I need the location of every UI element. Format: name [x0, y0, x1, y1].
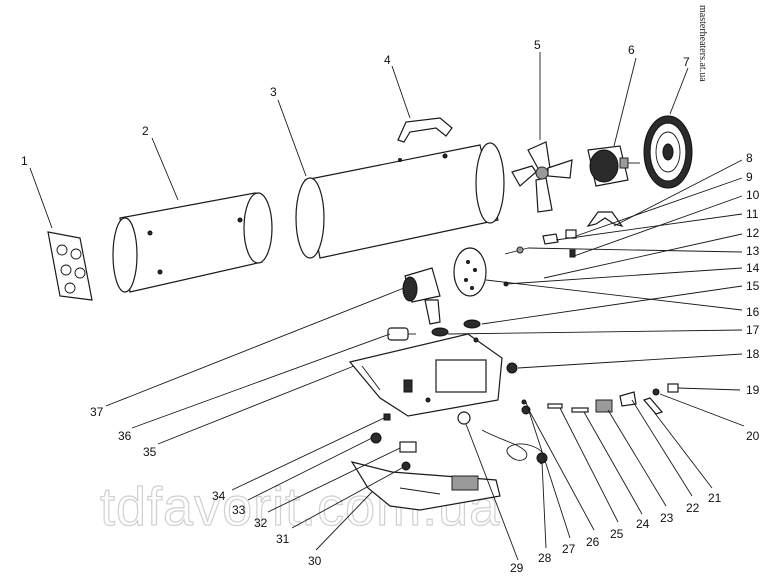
label-30: 30: [308, 554, 322, 568]
label-13: 13: [746, 244, 760, 258]
part-inner-cylinder: [112, 192, 273, 293]
label-32: 32: [254, 516, 268, 530]
part-carry-handle: [397, 117, 453, 143]
label-3: 3: [270, 85, 277, 99]
part-fan-blade: [511, 141, 573, 213]
part-coil-tube: [481, 429, 548, 465]
label-33: 33: [232, 503, 246, 517]
part-rear-grille: [47, 231, 93, 301]
label-10: 10: [746, 188, 760, 202]
label-6: 6: [628, 43, 635, 57]
side-url-text: masterheaters.at.ua: [697, 5, 708, 82]
label-31: 31: [276, 532, 290, 546]
part-capacitor: [387, 327, 416, 341]
label-2: 2: [142, 124, 149, 138]
part-pump-valve: [571, 391, 637, 413]
label-25: 25: [610, 527, 624, 541]
label-36: 36: [118, 429, 132, 443]
label-27: 27: [562, 542, 576, 556]
label-19: 19: [746, 383, 760, 397]
label-37: 37: [90, 405, 104, 419]
label-23: 23: [660, 511, 674, 525]
label-28: 28: [538, 551, 552, 565]
label-1: 1: [21, 154, 28, 168]
part-number-labels: 1 2 3 4 5 6 7 8 9 10 11 12 13 14 15 16 1…: [21, 38, 760, 575]
part-small-components: [370, 413, 417, 471]
part-bushing: [457, 411, 471, 425]
label-24: 24: [636, 517, 650, 531]
part-outer-casing: [295, 142, 505, 259]
part-grommet-a: [463, 319, 481, 329]
label-34: 34: [212, 489, 226, 503]
part-bottom-tray: [350, 461, 501, 511]
part-baffle-disc: [453, 247, 487, 297]
label-22: 22: [686, 501, 700, 515]
part-burner-head: [402, 267, 441, 325]
part-small-clips: [542, 229, 577, 258]
label-16: 16: [746, 305, 760, 319]
label-14: 14: [746, 261, 760, 275]
label-21: 21: [708, 491, 722, 505]
label-8: 8: [746, 151, 753, 165]
part-nut: [506, 362, 518, 374]
label-9: 9: [746, 170, 753, 184]
part-grommet-b: [431, 327, 449, 337]
label-4: 4: [384, 53, 391, 67]
label-29: 29: [510, 561, 524, 575]
label-35: 35: [143, 445, 157, 459]
label-5: 5: [534, 38, 541, 52]
leader-lines: [29, 52, 745, 561]
part-bracket: [586, 211, 624, 227]
part-control-base: [348, 333, 503, 417]
label-7: 7: [683, 55, 690, 69]
label-12: 12: [746, 226, 760, 240]
label-17: 17: [746, 323, 760, 337]
label-26: 26: [586, 535, 600, 549]
part-electrode: [503, 246, 529, 287]
label-11: 11: [746, 207, 759, 221]
label-18: 18: [746, 347, 760, 361]
part-front-guard: [643, 115, 693, 189]
part-motor: [587, 145, 640, 187]
label-20: 20: [746, 429, 760, 443]
label-15: 15: [746, 279, 760, 293]
